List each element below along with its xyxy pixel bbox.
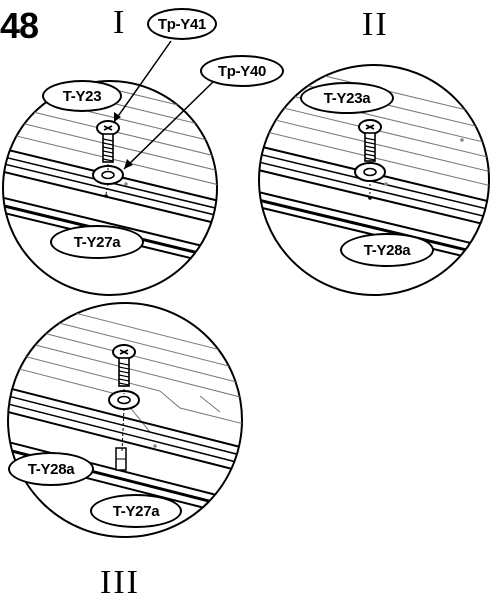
callout-t-y23a: T-Y23a <box>300 82 394 114</box>
detail-label-i: I <box>113 4 127 41</box>
callout-tp-y40: Tp-Y40 <box>200 55 284 87</box>
detail-i <box>2 40 218 296</box>
callout-tp-y41: Tp-Y41 <box>147 8 217 40</box>
callout-t-y27a-iii: T-Y27a <box>90 494 182 528</box>
callout-t-y27a: T-Y27a <box>50 225 144 259</box>
detail-label-ii: II <box>362 6 389 43</box>
step-number: 48 <box>0 5 39 46</box>
detail-ii <box>258 64 490 296</box>
callout-t-y28a-iii: T-Y28a <box>8 452 94 486</box>
callout-t-y28a: T-Y28a <box>340 233 434 267</box>
detail-label-iii: III <box>100 564 140 601</box>
callout-t-y23: T-Y23 <box>42 80 122 112</box>
